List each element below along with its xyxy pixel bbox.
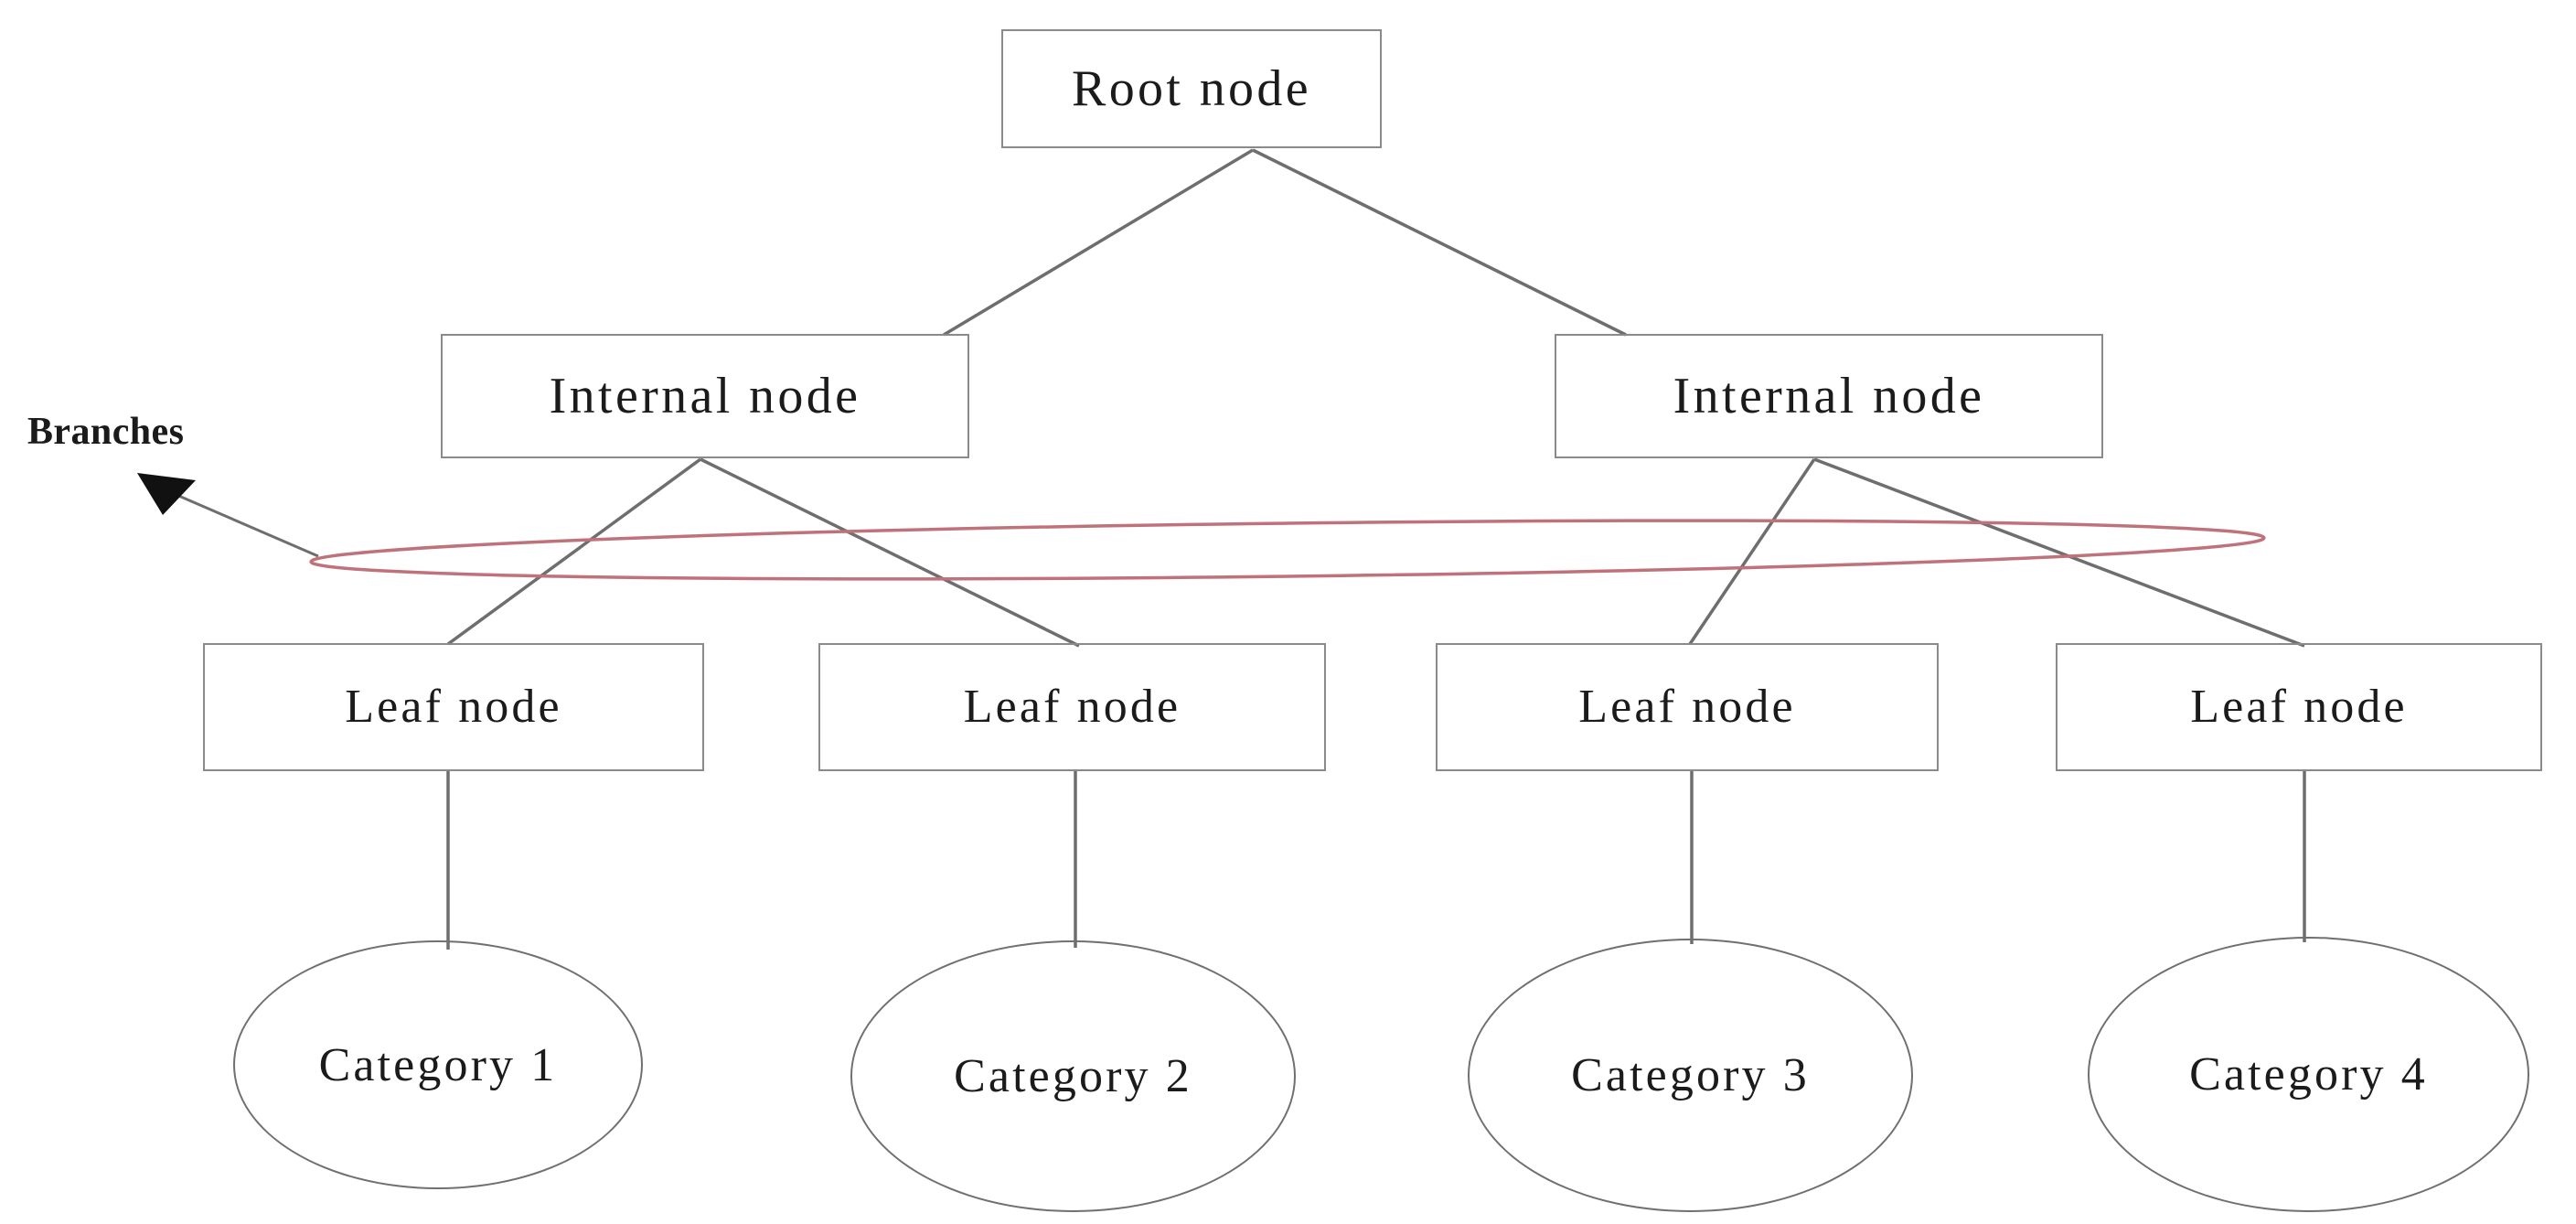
leaf-node-3[interactable]: Leaf node	[1436, 643, 1939, 771]
leaf-node-1-label: Leaf node	[345, 681, 562, 733]
category-node-2[interactable]: Category 2	[850, 940, 1296, 1212]
root-node-label: Root node	[1071, 60, 1311, 117]
category-node-4[interactable]: Category 4	[2088, 937, 2529, 1212]
edge-internal-right-to-leaf-4	[1813, 457, 2305, 648]
internal-node-left-label: Internal node	[549, 368, 861, 424]
internal-node-right[interactable]: Internal node	[1555, 334, 2103, 458]
category-node-1[interactable]: Category 1	[233, 940, 643, 1189]
edge-root-to-internal-right	[1252, 148, 1627, 337]
leaf-node-4[interactable]: Leaf node	[2056, 643, 2542, 771]
leaf-node-4-label: Leaf node	[2190, 681, 2408, 733]
edge-internal-left-to-leaf-1	[446, 457, 702, 646]
category-node-3-label: Category 3	[1571, 1049, 1810, 1101]
edge-root-to-internal-left	[943, 148, 1254, 337]
edge-internal-left-to-leaf-2	[700, 457, 1080, 648]
internal-node-left[interactable]: Internal node	[441, 334, 969, 458]
branches-leader-line	[155, 484, 319, 558]
branches-highlight-ellipse	[309, 519, 2266, 581]
arrow-left-up-icon	[137, 473, 196, 515]
branches-annotation-label: Branches	[27, 411, 185, 453]
root-node[interactable]: Root node	[1001, 29, 1382, 148]
category-node-4-label: Category 4	[2189, 1048, 2428, 1101]
category-node-1-label: Category 1	[318, 1038, 558, 1091]
leaf-node-3-label: Leaf node	[1578, 681, 1796, 733]
category-node-2-label: Category 2	[954, 1050, 1192, 1102]
leaf-node-2-label: Leaf node	[963, 681, 1181, 733]
edge-internal-right-to-leaf-3	[1688, 458, 1816, 645]
internal-node-right-label: Internal node	[1673, 368, 1985, 424]
leaf-node-1[interactable]: Leaf node	[203, 643, 704, 771]
leaf-node-2[interactable]: Leaf node	[818, 643, 1326, 771]
category-node-3[interactable]: Category 3	[1468, 939, 1913, 1212]
